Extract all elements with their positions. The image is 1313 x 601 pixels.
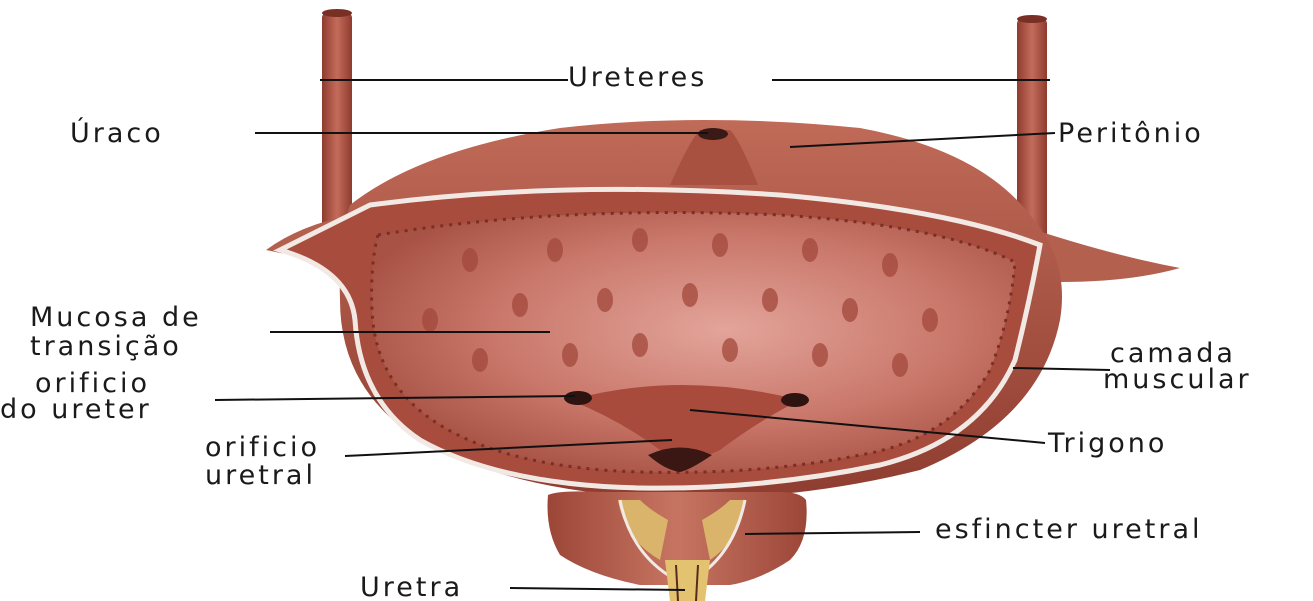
label-orificio-uretral-line1: orificio (205, 434, 320, 461)
label-orificio-ureter-line1: orificio (35, 370, 150, 397)
ureter-orifice-left (564, 391, 592, 405)
label-mucosa-line1: Mucosa de (30, 304, 202, 331)
ureter-orifice-right (781, 393, 809, 407)
label-camada-line1: camada (1110, 340, 1236, 367)
label-orificio-uretral-line2: uretral (205, 462, 316, 489)
label-uraco: Úraco (70, 120, 164, 147)
label-uretra: Uretra (360, 574, 463, 601)
label-orificio-ureter-line2: do ureter (0, 396, 152, 423)
label-peritonio: Peritônio (1058, 120, 1204, 147)
label-camada-line2: muscular (1103, 366, 1252, 393)
label-trigono: Trigono (1048, 430, 1167, 457)
label-mucosa-line2: transição (30, 333, 182, 360)
left-ureter (322, 9, 352, 242)
label-ureteres: Ureteres (568, 64, 707, 91)
leader-uretra (510, 588, 685, 590)
label-esfincter: esfincter uretral (935, 516, 1203, 543)
urethra (665, 560, 710, 601)
